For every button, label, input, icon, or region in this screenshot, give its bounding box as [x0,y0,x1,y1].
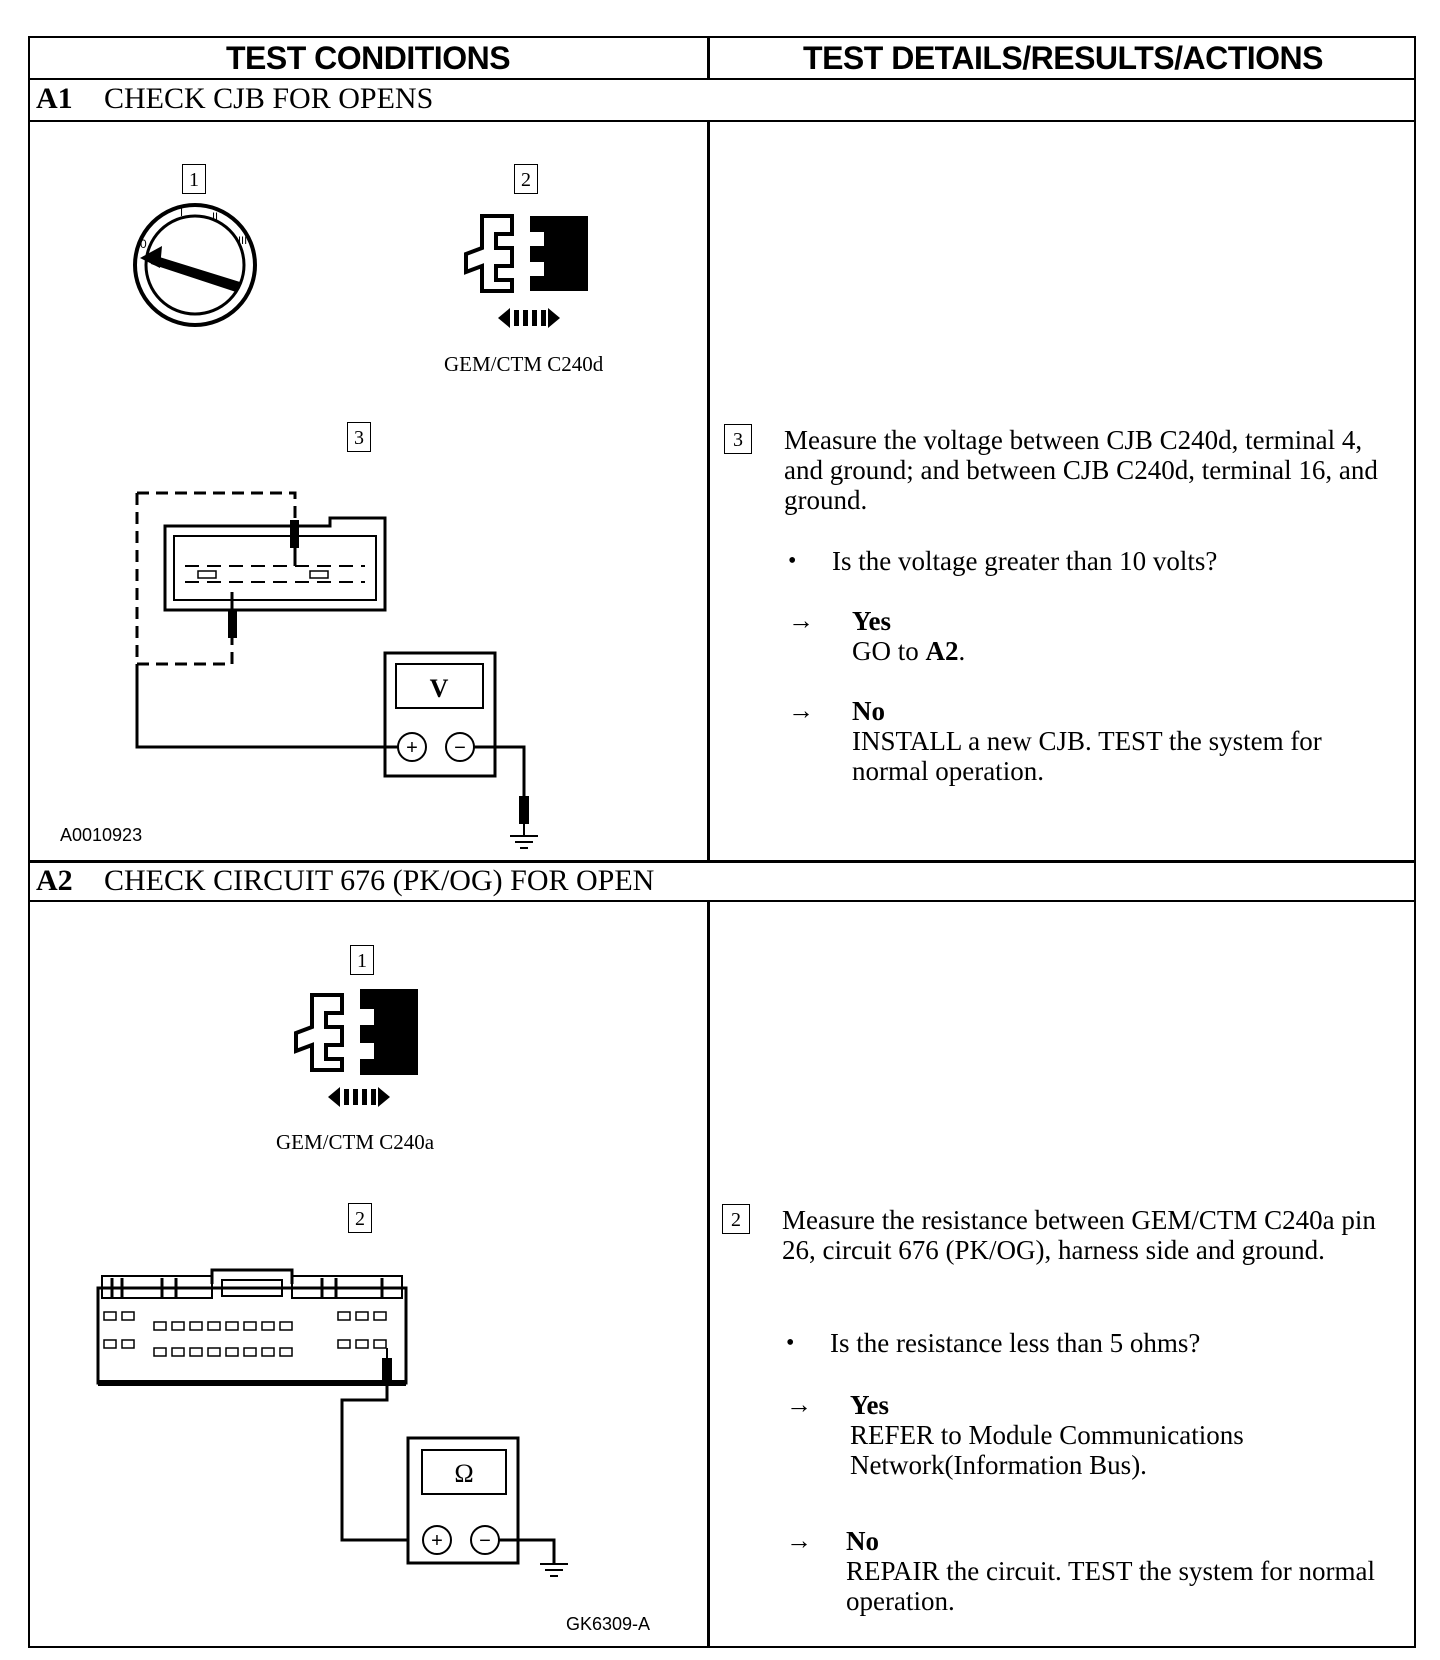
connector-disconnect-icon [294,989,418,1107]
header-test-details: TEST DETAILS/RESULTS/ACTIONS [803,40,1323,76]
a1-no-text: INSTALL a new CJB. TEST the system for n… [852,726,1322,786]
ignition-switch-icon: 0 I II III [133,203,257,327]
a1-yes-label: Yes [852,606,891,636]
ohmmeter-test-diagram: Ω + − [96,1268,568,1577]
connector-disconnect-icon [464,214,588,328]
a1-question: Is the voltage greater than 10 volts? [832,546,1218,576]
a2-column-divider [707,900,710,1648]
key-position-2: II [212,211,218,223]
header-column-divider [707,36,710,80]
a1-no-arrow: → [788,696,814,725]
section-a2-heading: CHECK CIRCUIT 676 (PK/OG) FOR OPEN [104,864,655,897]
a2-instruction: Measure the resistance between GEM/CTM C… [782,1205,1376,1265]
a1-yes-arrow: → [788,606,814,635]
a1-step-ref-box: 3 [724,424,752,454]
a2-no-label: No [846,1526,879,1556]
a1-column-divider [707,120,710,862]
a2-yes-arrow: → [786,1390,812,1419]
section-a1-id: A1 [36,82,73,115]
ohmmeter-plus-terminal: + [431,1530,443,1552]
section-a1-heading: CHECK CJB FOR OPENS [104,82,434,115]
section-a2-id: A2 [36,864,73,897]
a1-yes-text-link: A2 [925,636,959,666]
a1-connector-caption: GEM/CTM C240d [444,352,604,376]
voltmeter-test-diagram: V + − [135,491,538,849]
a2-no-answer: No REPAIR the circuit. TEST the system f… [846,1526,1386,1616]
ohmmeter-minus-terminal: − [479,1530,491,1552]
a1-yes-text-suffix: . [958,636,966,666]
a1-instruction: Measure the voltage between CJB C240d, t… [784,425,1378,515]
a1-no-answer: No INSTALL a new CJB. TEST the system fo… [852,696,1392,786]
a2-yes-label: Yes [850,1390,889,1420]
voltmeter-minus-terminal: − [454,737,466,759]
section-a2-title: A2 CHECK CIRCUIT 676 (PK/OG) FOR OPEN [36,864,654,898]
key-position-1: I [180,207,183,219]
a2-figure-code: GK6309-A [566,1614,651,1634]
voltmeter-display-label: V [430,674,449,703]
a2-connector-caption: GEM/CTM C240a [276,1130,435,1154]
key-position-0: 0 [140,237,147,251]
a2-step-ref-box: 2 [722,1204,750,1234]
procedure-table [28,36,1416,1648]
header-divider [28,78,1416,80]
a2-no-arrow: → [786,1526,812,1555]
a2-yes-text: REFER to Module Communications Network(I… [850,1420,1244,1480]
a1-no-label: No [852,696,885,726]
a2-yes-answer: Yes REFER to Module Communications Netwo… [850,1390,1350,1480]
a2-step-1-box: 1 [350,945,374,975]
a2-question-bullet: • [786,1330,795,1356]
a1-step-1-box: 1 [182,164,206,194]
a1-yes-answer: Yes GO to A2. [852,606,1392,666]
a1-step-2-box: 2 [514,164,538,194]
a2-section-divider [28,860,1416,863]
voltmeter-plus-terminal: + [406,737,418,759]
a1-figure-code: A0010923 [60,825,143,845]
a2-no-text: REPAIR the circuit. TEST the system for … [846,1556,1375,1616]
ohmmeter-display-label: Ω [454,1459,473,1488]
header-test-conditions: TEST CONDITIONS [225,40,511,76]
a1-question-bullet: • [788,548,797,574]
a1-yes-text-prefix: GO to [852,636,926,666]
key-position-3: III [238,235,247,247]
a2-step-2-box: 2 [348,1203,372,1233]
section-a1-title: A1 CHECK CJB FOR OPENS [36,82,433,116]
a2-title-divider [28,900,1416,902]
a2-question: Is the resistance less than 5 ohms? [830,1328,1201,1358]
a1-title-divider [28,120,1416,122]
a1-step-3-box: 3 [347,422,371,452]
